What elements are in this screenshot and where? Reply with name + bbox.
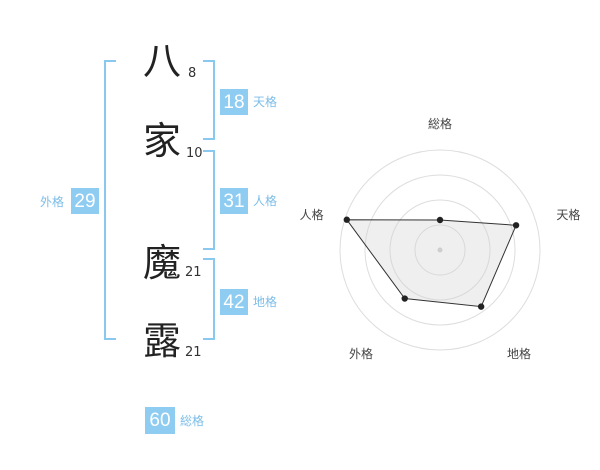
gaikaku-label: 外格	[40, 195, 65, 209]
stroke-count-4: 21	[185, 345, 202, 360]
radar-center-dot	[437, 247, 443, 253]
tenkaku-score-badge: 18	[220, 89, 248, 115]
stroke-count-3: 21	[185, 265, 202, 280]
radar-axis-label: 地格	[507, 346, 531, 361]
radar-axis-label: 天格	[556, 207, 580, 222]
name-char-3: 魔	[143, 241, 182, 285]
radar-grid-ring-2	[389, 199, 491, 301]
radar-grid-ring-1	[414, 224, 466, 276]
jinkaku-bracket	[203, 150, 215, 250]
chikaku-score-badge: 42	[220, 289, 248, 315]
name-char-2: 家	[143, 119, 182, 163]
radar-grid-ring-3	[364, 174, 516, 326]
chikaku-bracket	[203, 258, 215, 340]
radar-point-総格	[436, 216, 444, 224]
radar-axis-label: 人格	[300, 207, 324, 222]
tenkaku-bracket	[203, 60, 215, 140]
soukaku-label: 総格	[180, 414, 205, 428]
gaikaku-bracket	[104, 60, 116, 340]
soukaku-score-badge: 60	[145, 407, 175, 434]
radar-point-地格	[477, 303, 485, 310]
name-char-1: 八	[143, 39, 182, 83]
radar-point-外格	[401, 295, 408, 302]
radar-point-天格	[512, 222, 520, 229]
stroke-count-1: 8	[188, 66, 197, 81]
gaikaku-score-badge: 29	[71, 188, 99, 214]
radar-point-人格	[343, 216, 350, 223]
jinkaku-label: 人格	[253, 194, 278, 208]
tenkaku-label: 天格	[253, 95, 278, 109]
name-char-4: 露	[143, 319, 182, 363]
stroke-count-2: 10	[186, 146, 203, 161]
radar-axis-label: 外格	[349, 346, 373, 361]
radar-axis-label: 総格	[428, 116, 452, 131]
chikaku-label: 地格	[253, 295, 278, 309]
radar-value-polygon	[345, 219, 517, 308]
jinkaku-score-badge: 31	[220, 188, 248, 214]
